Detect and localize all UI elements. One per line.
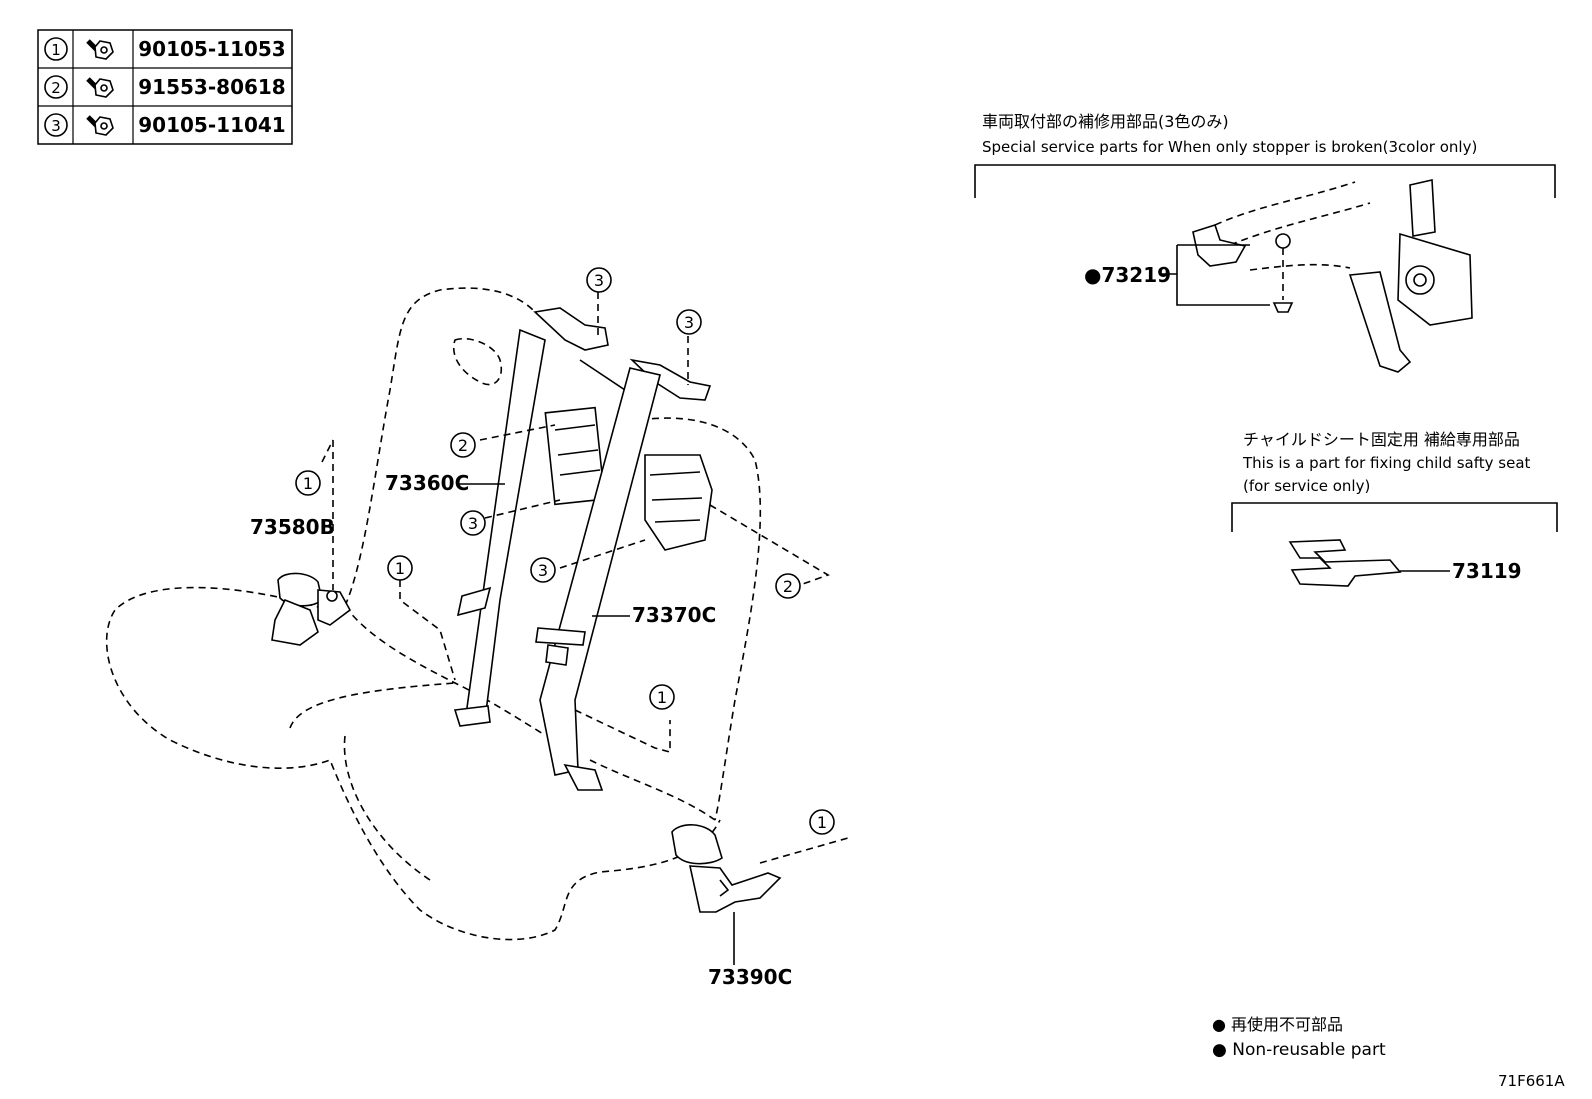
part-number: 90105-11053 xyxy=(138,37,285,61)
callouts: 1 2 3 3 3 1 3 2 1 1 xyxy=(295,267,835,835)
service-note-en: Special service parts for When only stop… xyxy=(982,138,1477,156)
bolt-icon xyxy=(86,39,114,60)
label-73390c: 73390C xyxy=(708,965,792,989)
seatbelt-73370c xyxy=(535,358,713,791)
child-seat-jp: チャイルドシート固定用 補給専用部品 xyxy=(1243,430,1520,449)
table-row: 3 90105-11041 xyxy=(44,113,286,137)
part-number: 91553-80618 xyxy=(138,75,285,99)
svg-text:3: 3 xyxy=(538,561,548,580)
callout-2: 2 xyxy=(450,432,476,458)
rear-seat-outline xyxy=(105,287,762,941)
svg-text:1: 1 xyxy=(657,688,667,707)
svg-text:1: 1 xyxy=(817,813,827,832)
row-number: 2 xyxy=(51,79,61,97)
callout-3: 3 xyxy=(530,557,556,583)
callout-1: 1 xyxy=(649,684,675,710)
label-73119: 73119 xyxy=(1452,559,1522,583)
row-number: 3 xyxy=(51,117,61,135)
svg-text:1: 1 xyxy=(395,559,405,578)
callout-1: 1 xyxy=(387,555,413,581)
buckle-73390c xyxy=(671,824,782,913)
svg-text:3: 3 xyxy=(594,271,604,290)
table-row: 2 91553-80618 xyxy=(44,75,286,99)
diagram-id: 71F661A xyxy=(1498,1072,1565,1090)
callout-1: 1 xyxy=(809,809,835,835)
callout-3: 3 xyxy=(676,309,702,335)
svg-text:3: 3 xyxy=(684,313,694,332)
callout-3: 3 xyxy=(460,510,486,536)
child-seat-en2: (for service only) xyxy=(1243,477,1370,495)
buckle-73580b xyxy=(271,572,352,646)
svg-text:2: 2 xyxy=(783,577,793,596)
bolt-icon xyxy=(86,77,114,98)
bolt-icon xyxy=(86,115,114,136)
row-number: 1 xyxy=(51,41,61,59)
part-number: 90105-11041 xyxy=(138,113,285,137)
child-seat-note: チャイルドシート固定用 補給専用部品 This is a part for fi… xyxy=(1231,430,1558,587)
seatbelt-73360c xyxy=(453,307,641,727)
service-parts-note: 車両取付部の補修用部品(3色のみ) Special service parts … xyxy=(974,112,1556,373)
svg-text:3: 3 xyxy=(468,514,478,533)
callout-3: 3 xyxy=(586,267,612,293)
svg-text:1: 1 xyxy=(303,474,313,493)
legend-jp: ● 再使用不可部品 xyxy=(1212,1015,1343,1034)
leader-lines xyxy=(321,292,849,864)
label-73580b: 73580B xyxy=(250,515,335,539)
label-73219: ●73219 xyxy=(1084,263,1171,287)
callout-2: 2 xyxy=(775,573,801,599)
child-seat-en1: This is a part for fixing child safty se… xyxy=(1242,454,1531,472)
callout-1: 1 xyxy=(295,470,321,496)
label-73370c: 73370C xyxy=(632,603,716,627)
bolt-table: 1 90105-11053 2 91553-80618 3 xyxy=(37,29,293,145)
table-row: 1 90105-11053 xyxy=(44,37,286,61)
label-73360c: 73360C xyxy=(385,471,469,495)
svg-text:2: 2 xyxy=(458,436,468,455)
service-note-jp: 車両取付部の補修用部品(3色のみ) xyxy=(982,112,1229,131)
legend-en: ● Non-reusable part xyxy=(1212,1040,1386,1060)
